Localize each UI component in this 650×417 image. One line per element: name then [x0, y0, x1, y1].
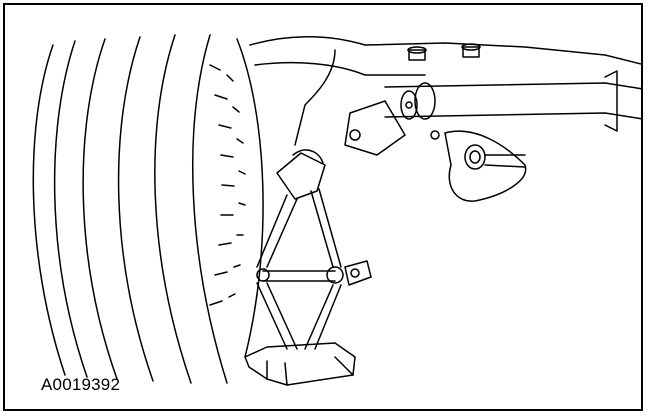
- illustration-frame: A0019392: [3, 3, 643, 411]
- tire: [32, 34, 264, 384]
- vehicle-underbody: [249, 36, 641, 202]
- jack-under-vehicle-illustration: [32, 34, 641, 386]
- scissor-jack: [244, 149, 372, 386]
- figure-code: A0019392: [41, 375, 121, 394]
